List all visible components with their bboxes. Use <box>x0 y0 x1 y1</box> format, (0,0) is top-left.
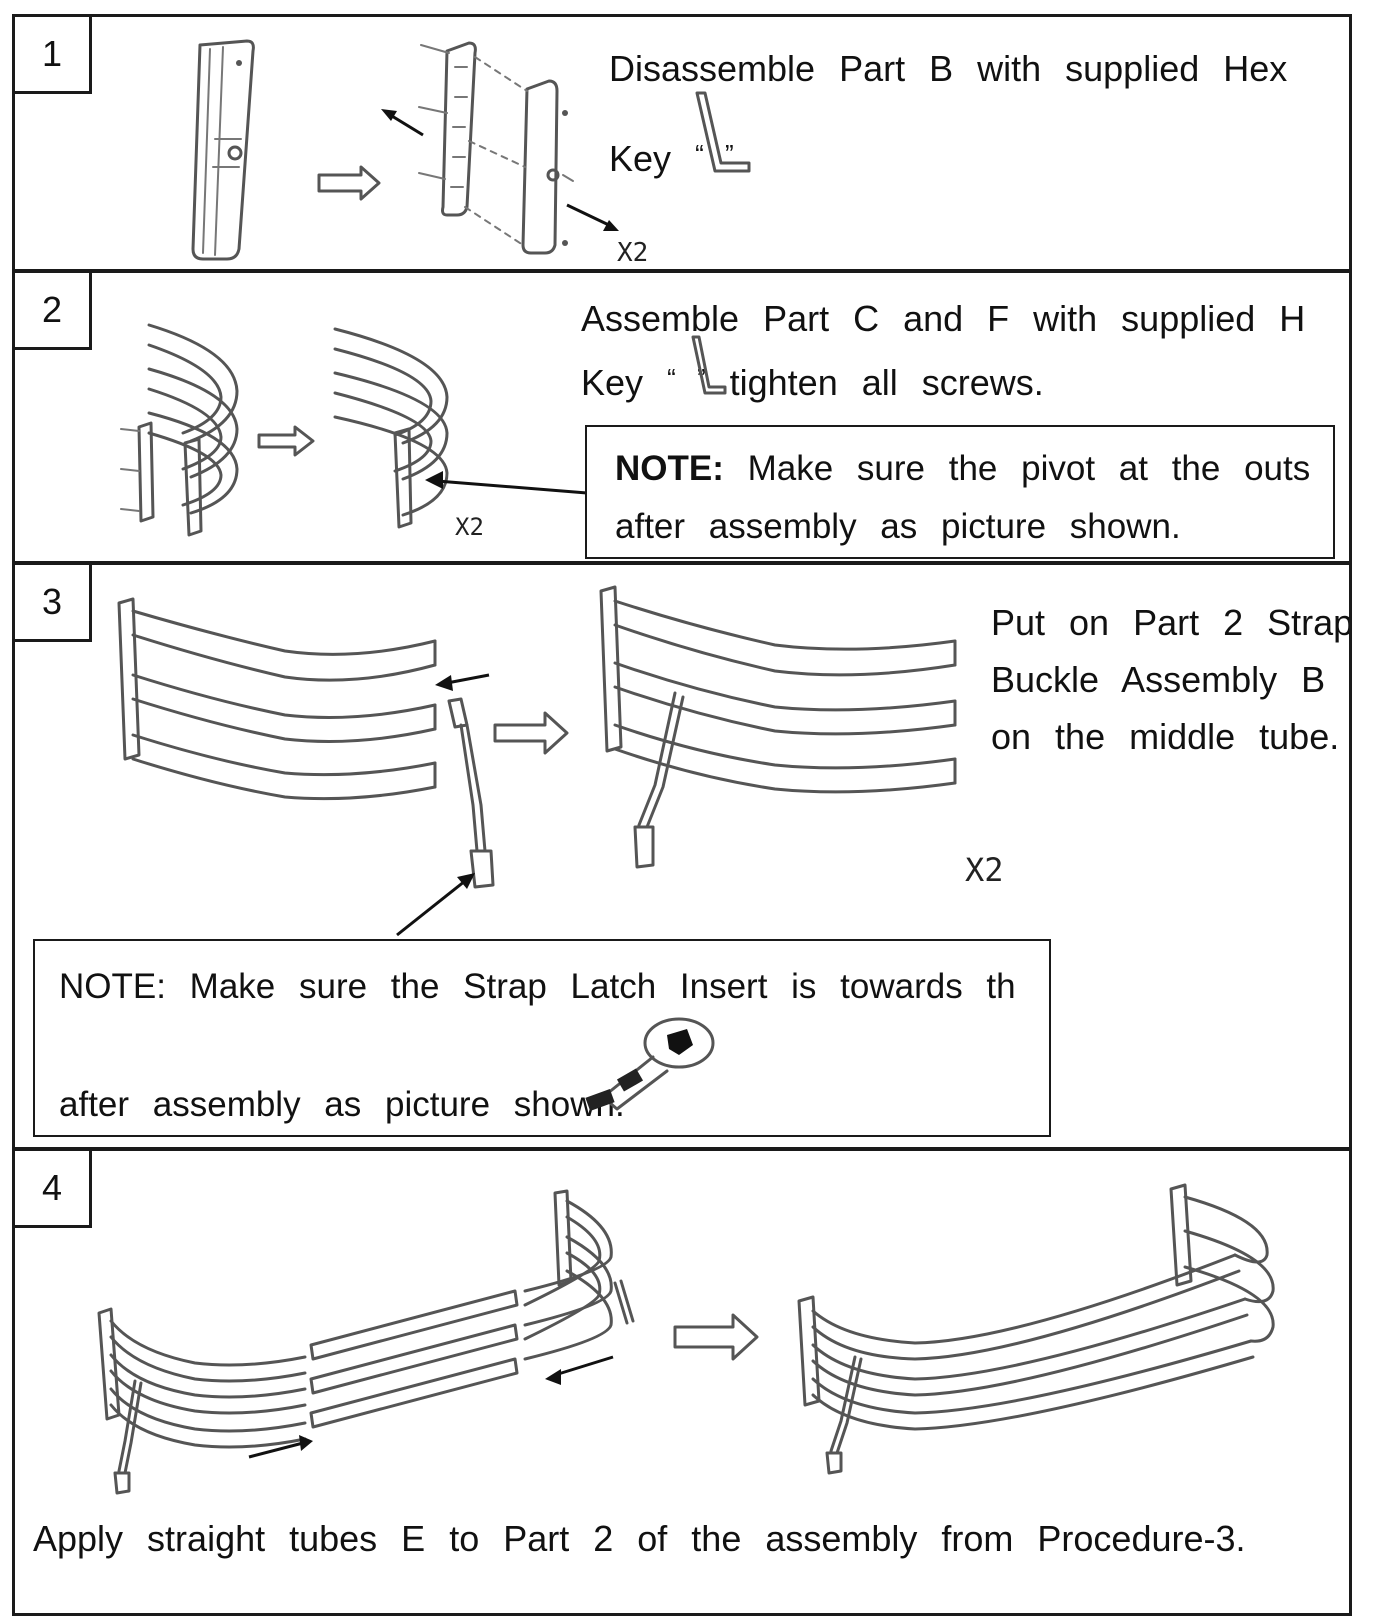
step-3-panel: 3 <box>12 562 1352 1150</box>
step-2-note-box: NOTE: Make sure the pivot at the outs af… <box>585 425 1335 559</box>
instruction-sheet: 1 <box>12 14 1352 1616</box>
part-b-assembled <box>191 39 255 261</box>
strap-buckle-part <box>447 697 495 889</box>
step-4-left-arrow-icon <box>248 1441 304 1459</box>
step-3-left-arrow-icon <box>446 673 490 685</box>
step-1-right-arrow-icon <box>566 203 614 229</box>
completed-assembly <box>797 1183 1275 1475</box>
step-1-key-label: Key <box>609 138 672 179</box>
step-3-note-line-1: NOTE: Make sure the Strap Latch Insert i… <box>59 967 1016 1006</box>
step-4-caption: Apply straight tubes E to Part 2 of the … <box>33 1518 1246 1559</box>
step-3-pointer-arrow-icon <box>396 879 466 937</box>
hex-key-icon <box>695 91 751 173</box>
step-2-key-label: Key <box>581 362 644 403</box>
step-2-number: 2 <box>15 273 92 350</box>
tube-frame-with-strap-before <box>117 597 437 801</box>
step-2-tighten-text: tighten all screws. <box>729 362 1044 403</box>
step-1-instruction-line-1: Disassemble Part B with supplied Hex <box>609 48 1288 89</box>
end-frame-left <box>97 1307 307 1495</box>
step-1-arrow-icon <box>317 165 381 201</box>
step-4-arrow-icon <box>673 1313 759 1361</box>
step-3-instruction-line-3: on the middle tube. <box>991 716 1340 757</box>
tube-assembly-joined <box>333 327 449 529</box>
step-3-instruction-line-2: Buckle Assembly B <box>991 659 1326 700</box>
step-4-number: 4 <box>15 1151 92 1228</box>
part-b-exploded <box>418 41 574 255</box>
step-3-number: 3 <box>15 565 92 642</box>
step-3-instruction-line-1: Put on Part 2 Strap <box>991 602 1352 643</box>
step-1-number: 1 <box>15 17 92 94</box>
step-3-multiplier: X2 <box>965 851 1004 889</box>
hex-key-icon <box>691 335 727 395</box>
step-2-note-label: NOTE: <box>615 449 724 488</box>
step-2-pointer-arrow-icon <box>436 479 588 495</box>
step-2-illustration: X2 <box>120 323 588 541</box>
step-1-illustration: X2 <box>191 39 648 268</box>
step-2-instruction-line-2: Key “ ” tighten all screws. <box>581 365 1044 401</box>
step-3-illustration: X2 <box>117 585 1004 937</box>
step-3-note-line-2: after assembly as picture shown. <box>59 1085 625 1124</box>
step-2-note-line-2: after assembly as picture shown. <box>615 507 1181 546</box>
end-frame-right <box>523 1189 635 1361</box>
tube-frame-with-strap-after <box>599 585 957 869</box>
step-3-arrow-icon <box>493 711 569 755</box>
step-2-multiplier: X2 <box>455 513 484 541</box>
step-4-panel: 4 <box>12 1148 1352 1616</box>
step-1-multiplier: X2 <box>617 238 648 268</box>
step-2-panel: 2 X2 <box>12 270 1352 564</box>
tube-assembly-exploded <box>120 323 239 537</box>
step-4-right-arrow-icon <box>554 1355 614 1377</box>
step-3-note-box: NOTE: Make sure the Strap Latch Insert i… <box>33 939 1051 1137</box>
step-2-note-line-1: NOTE: Make sure the pivot at the outs <box>615 451 1310 486</box>
step-1-panel: 1 <box>12 14 1352 272</box>
step-2-note-text: Make sure the pivot at the outs <box>747 449 1311 488</box>
step-2-instruction-line-1: Assemble Part C and F with supplied H <box>581 298 1306 339</box>
strap-latch-insert-icon <box>585 1017 715 1112</box>
step-2-arrow-icon <box>257 425 315 457</box>
straight-tubes-e <box>309 1289 519 1429</box>
step-4-illustration <box>97 1183 1275 1495</box>
